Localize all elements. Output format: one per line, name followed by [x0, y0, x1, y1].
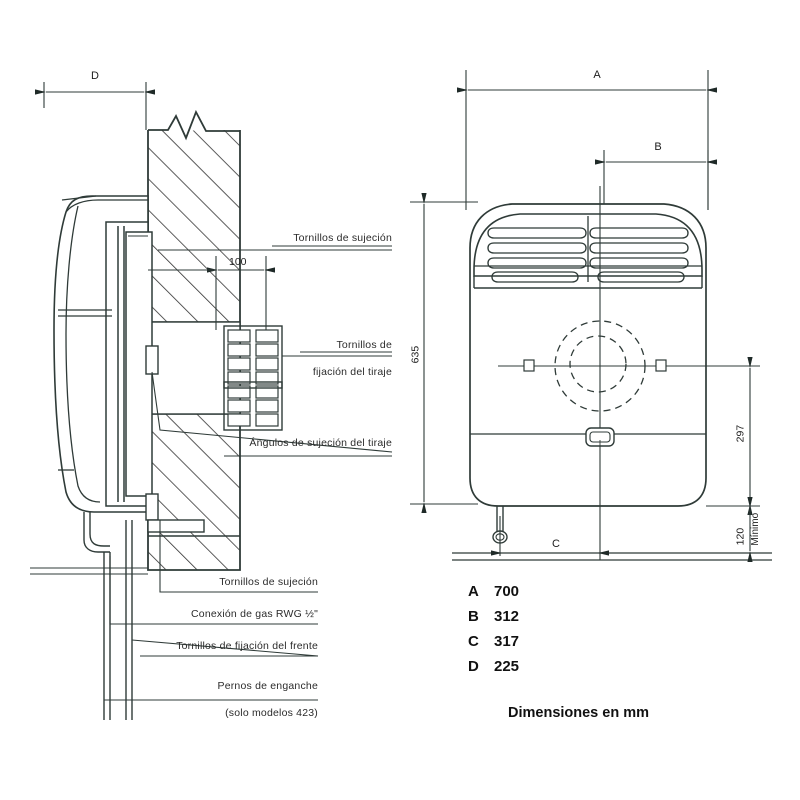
- callout-line-2: fijación del tiraje: [312, 365, 392, 378]
- units-note: Dimensiones en mm: [508, 705, 650, 721]
- table-cell-value: 225: [494, 658, 520, 675]
- dimension-297: [706, 357, 760, 515]
- callout-leaders: [104, 245, 393, 701]
- callout-pernos-enganche: Pernos de enganche (solo modelos 423): [188, 666, 318, 734]
- table-row: B 312: [468, 608, 698, 633]
- floor-datum-lines: [30, 567, 148, 575]
- dimension-label-C: C: [552, 538, 560, 550]
- dimension-label-A: A: [593, 69, 601, 81]
- table-cell-key: D: [468, 658, 479, 675]
- dimension-label-297: 297: [734, 424, 747, 443]
- dimension-100: [148, 256, 275, 330]
- dimension-B: [595, 150, 717, 210]
- grille-louvers-left: [487, 227, 587, 283]
- front-view-group: [410, 70, 772, 562]
- callout-tornillos-sujecion-superior: Tornillos de sujeción: [293, 232, 392, 244]
- table-cell-value: 317: [494, 633, 520, 650]
- table-row: C 317: [468, 633, 698, 658]
- callout-angulos-sujecion-tiraje: Ángulos de sujeción del tiraje: [249, 437, 392, 449]
- table-cell-value: 312: [494, 608, 520, 625]
- wall-opening: [147, 321, 241, 415]
- table-row: D 225: [468, 658, 698, 683]
- inner-shelf: [58, 309, 112, 317]
- table-row: A 700: [468, 583, 698, 608]
- dimension-635: [410, 193, 478, 513]
- table-cell-key: A: [468, 583, 479, 600]
- top-front-edge: [61, 195, 97, 201]
- dimension-D: [35, 82, 155, 130]
- side-view-group: [30, 82, 393, 720]
- callout-line-1: Tornillos de: [336, 338, 392, 351]
- dimension-table: A 700 B 312 C 317 D 225: [468, 583, 698, 683]
- lower-bracket: [147, 519, 240, 537]
- callout-tornillos-fijacion-tiraje: Tornillos de fijación del tiraje: [292, 325, 392, 393]
- dimension-label-100: 100: [229, 256, 247, 268]
- callout-line-2: (solo modelos 423): [225, 706, 318, 719]
- flue-fixing-marks: [523, 359, 667, 372]
- hood-bottom-band: [473, 276, 703, 289]
- grille-louvers-right: [589, 227, 689, 283]
- callout-conexion-gas: Conexión de gas RWG ½": [191, 608, 318, 620]
- table-cell-value: 700: [494, 583, 520, 600]
- dimension-120-minimo: [706, 497, 760, 562]
- dimension-label-120: 120: [734, 527, 747, 546]
- flue-circles: [554, 320, 646, 412]
- heater-front-body: [469, 203, 707, 507]
- bracket-fixing-detail: [223, 325, 283, 431]
- dimension-label-D: D: [91, 70, 99, 82]
- callout-tornillos-fijacion-frente: Tornillos de fijación del frente: [176, 640, 318, 652]
- dimension-A: [457, 70, 717, 210]
- table-cell-key: C: [468, 633, 479, 650]
- wall-anchor-plate: [145, 345, 159, 521]
- dimension-label-B: B: [654, 141, 662, 153]
- gas-pipe-run: [83, 512, 133, 720]
- callout-line-1: Pernos de enganche: [217, 679, 318, 692]
- dimension-label-minimo: Mínimo: [749, 512, 761, 546]
- dimension-C: [491, 440, 609, 556]
- callout-tornillos-sujecion-inferior: Tornillos de sujeción: [219, 576, 318, 588]
- table-cell-key: B: [468, 608, 479, 625]
- dimension-label-635: 635: [409, 345, 422, 364]
